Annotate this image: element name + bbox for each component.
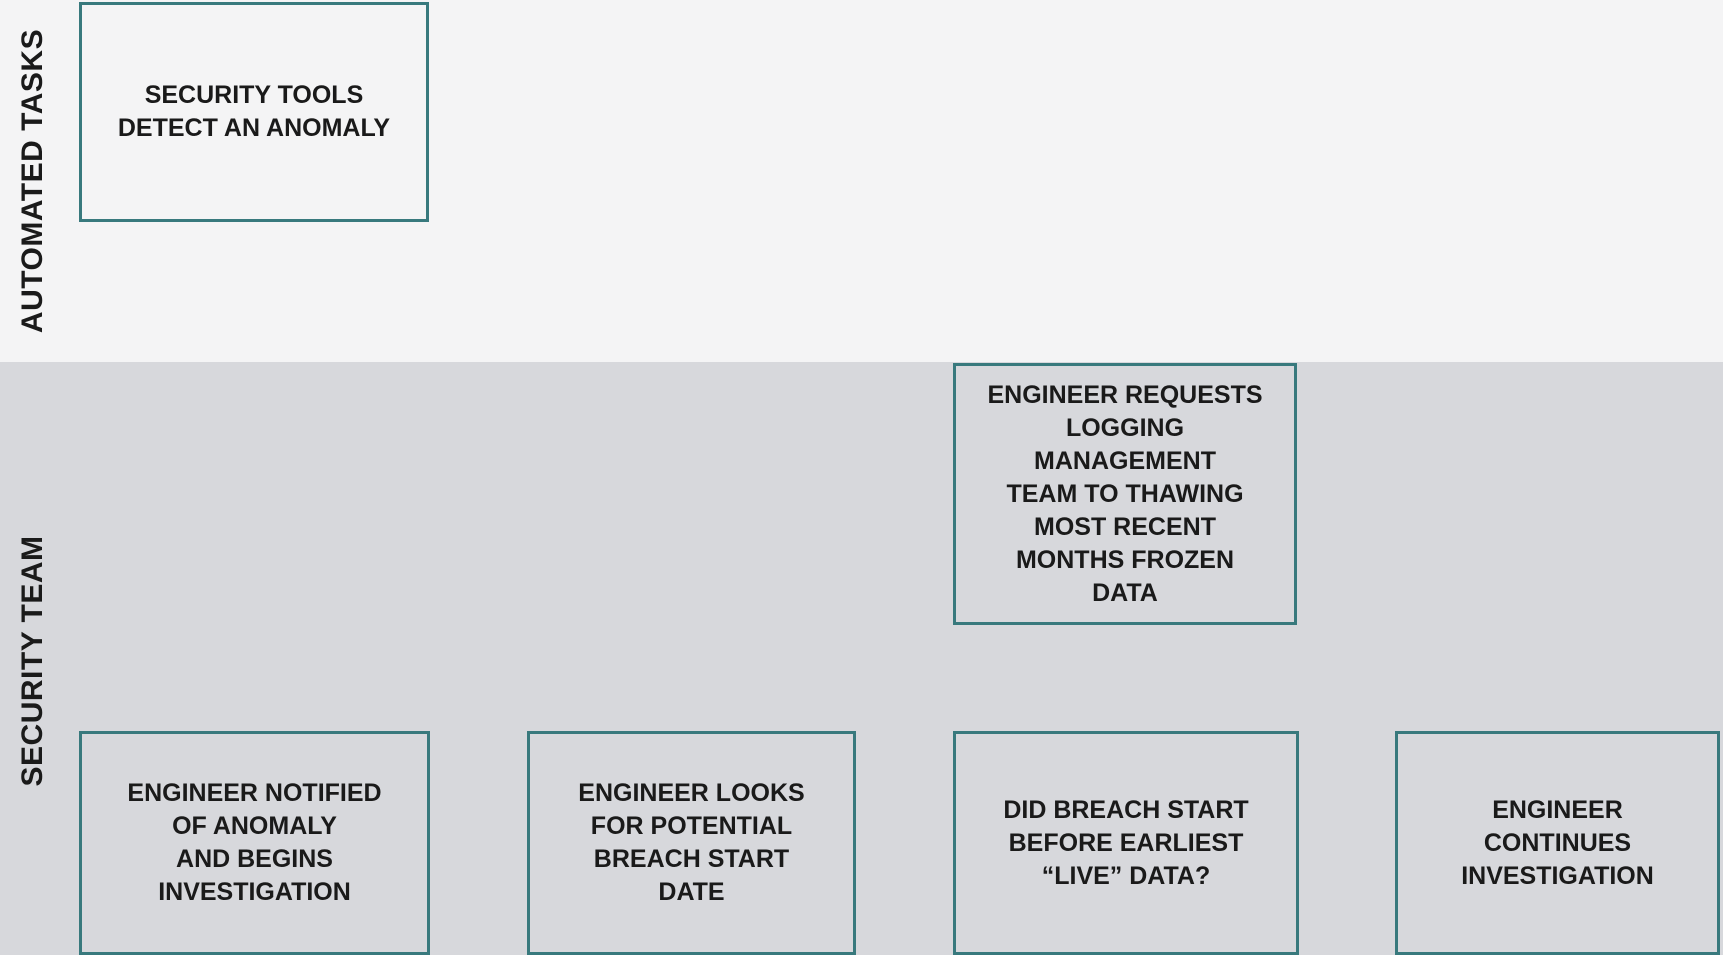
node-engineer-looks-breach-start-date: ENGINEER LOOKS FOR POTENTIAL BREACH STAR… — [527, 731, 856, 955]
lane-label-security-team: SECURITY TEAM — [16, 535, 49, 787]
node-engineer-requests-thawing-frozen-data: ENGINEER REQUESTS LOGGING MANAGEMENT TEA… — [953, 363, 1297, 625]
node-security-tools-detect-anomaly: SECURITY TOOLS DETECT AN ANOMALY — [79, 2, 429, 222]
lane-security-team — [0, 362, 1723, 955]
lane-label-automated-tasks: AUTOMATED TASKS — [16, 28, 49, 334]
node-engineer-continues-investigation: ENGINEER CONTINUES INVESTIGATION — [1395, 731, 1720, 955]
node-did-breach-start-before-live-data: DID BREACH START BEFORE EARLIEST “LIVE” … — [953, 731, 1299, 955]
node-engineer-notified-begins-investigation: ENGINEER NOTIFIED OF ANOMALY AND BEGINS … — [79, 731, 430, 955]
lane-automated-tasks — [0, 0, 1723, 362]
